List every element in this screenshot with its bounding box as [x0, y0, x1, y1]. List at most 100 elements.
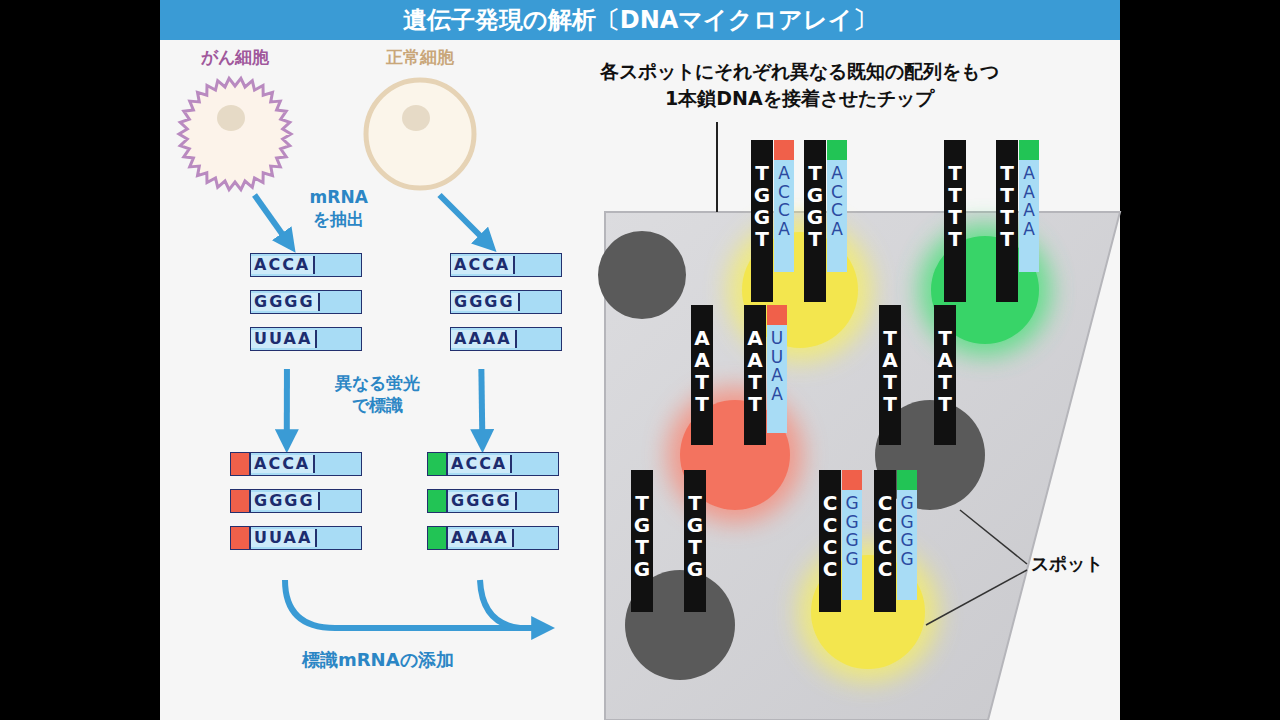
flow-arrow [255, 195, 292, 247]
mrna-strip: ACCA [450, 253, 562, 277]
mrna-strip: AAAA [427, 526, 559, 550]
strip-body: ACCA [250, 253, 362, 277]
annotation-label: 標識mRNAの添加 [302, 648, 454, 671]
normal-cell-membrane [366, 80, 474, 188]
mrna-sequence: ACCA [829, 164, 846, 239]
fluorescent-label [230, 526, 250, 550]
caption-leader [716, 122, 718, 212]
dna-probe: CCCC [819, 470, 841, 612]
probe-sequence: CCCC [820, 492, 840, 580]
mrna-strip: ACCA [250, 253, 362, 277]
nucleus [217, 105, 245, 131]
probe-sequence: TATT [935, 327, 955, 415]
strip-body: ACCA [250, 452, 362, 476]
cancer-cell-membrane [179, 78, 291, 189]
strip-body: UUAA [250, 327, 362, 351]
fluorescent-label [774, 140, 794, 160]
mrna-sequence: AAAA [1021, 164, 1038, 239]
dna-probe: TGTG [684, 470, 706, 612]
mrna-strip: UUAA [250, 327, 362, 351]
base-sequence: GGGG [448, 492, 517, 510]
base-sequence: ACCA [448, 455, 512, 473]
bound-mrna: ACCA [774, 140, 794, 272]
dna-probe: AATT [744, 305, 766, 445]
strip-body: GGGG [450, 290, 562, 314]
cell-label: がん細胞 [170, 45, 300, 69]
mrna-strip: UUAA [230, 526, 362, 550]
base-sequence: ACCA [251, 256, 315, 274]
dna-probe: TTTT [996, 140, 1018, 302]
title-bar [160, 0, 1120, 40]
probe-sequence: CCCC [875, 492, 895, 580]
mrna-sequence: ACCA [776, 164, 793, 239]
flow-arrow [481, 369, 482, 446]
annotation-label: 各スポットにそれぞれ異なる既知の配列をもつ 1本鎖DNAを接着させたチップ [597, 58, 1002, 111]
base-sequence: GGGG [451, 293, 520, 311]
strip-body: AAAA [447, 526, 559, 550]
fluorescent-label [842, 470, 862, 490]
mrna-strip: ACCA [230, 452, 362, 476]
add-arrow [285, 580, 548, 628]
cell: 正常細胞 [355, 45, 485, 195]
base-sequence: ACCA [251, 455, 315, 473]
bound-mrna: ACCA [827, 140, 847, 272]
strip-body: GGGG [447, 489, 559, 513]
dna-probe: TGGT [804, 140, 826, 302]
cell-label: 正常細胞 [355, 45, 485, 69]
base-sequence: AAAA [448, 529, 514, 547]
mrna-sequence: GGGG [899, 494, 916, 569]
diagram-title: 遺伝子発現の解析〔DNAマイクロアレイ〕 [160, 0, 1120, 40]
dna-probe: TATT [879, 305, 901, 445]
probe-sequence: AATT [692, 327, 712, 415]
mrna-strip: ACCA [427, 452, 559, 476]
mrna-sequence: UUAA [769, 329, 786, 404]
bound-mrna: UUAA [767, 305, 787, 433]
bound-mrna: AAAA [1019, 140, 1039, 272]
flow-arrow [440, 195, 492, 247]
probe-sequence: TTTT [997, 162, 1017, 250]
add-arrow [480, 580, 520, 628]
probe-sequence: TGGT [805, 162, 825, 250]
mrna-sequence: GGGG [844, 494, 861, 569]
fluorescent-label [427, 452, 447, 476]
strip-body: GGGG [250, 290, 362, 314]
panel-ground [160, 0, 1120, 720]
bound-mrna: GGGG [842, 470, 862, 600]
dna-probe: TATT [934, 305, 956, 445]
fluorescent-label [427, 489, 447, 513]
fluorescent-label [1019, 140, 1039, 160]
annotation-label: 異なる蛍光 で標識 [332, 372, 422, 416]
annotation-label: スポット [1031, 552, 1103, 575]
fluorescent-label [427, 526, 447, 550]
cell-outline [170, 73, 300, 195]
base-sequence: GGGG [251, 293, 320, 311]
dna-probe: TGGT [751, 140, 773, 302]
annotation-label: mRNA を抽出 [303, 186, 374, 230]
strip-body: GGGG [250, 489, 362, 513]
probe-sequence: TGTG [685, 492, 705, 580]
probe-sequence: TTTT [945, 162, 965, 250]
dna-probe: TTTT [944, 140, 966, 302]
mrna-strip: AAAA [450, 327, 562, 351]
fluorescent-label [230, 452, 250, 476]
fluorescent-label [827, 140, 847, 160]
probe-sequence: AATT [745, 327, 765, 415]
mrna-strip: GGGG [230, 489, 362, 513]
probe-sequence: TGTG [632, 492, 652, 580]
base-sequence: AAAA [451, 330, 517, 348]
strip-body: ACCA [450, 253, 562, 277]
probe-sequence: TGGT [752, 162, 772, 250]
spot-leader [926, 570, 1027, 625]
nucleus [402, 105, 430, 131]
base-sequence: GGGG [251, 492, 320, 510]
strip-body: UUAA [250, 526, 362, 550]
cell-outline [355, 73, 485, 195]
fluorescent-label [767, 305, 787, 325]
strip-body: ACCA [447, 452, 559, 476]
dna-probe: TGTG [631, 470, 653, 612]
mrna-strip: GGGG [450, 290, 562, 314]
probe-sequence: TATT [880, 327, 900, 415]
cell: がん細胞 [170, 45, 300, 195]
dna-probe: CCCC [874, 470, 896, 612]
base-sequence: UUAA [251, 529, 317, 547]
